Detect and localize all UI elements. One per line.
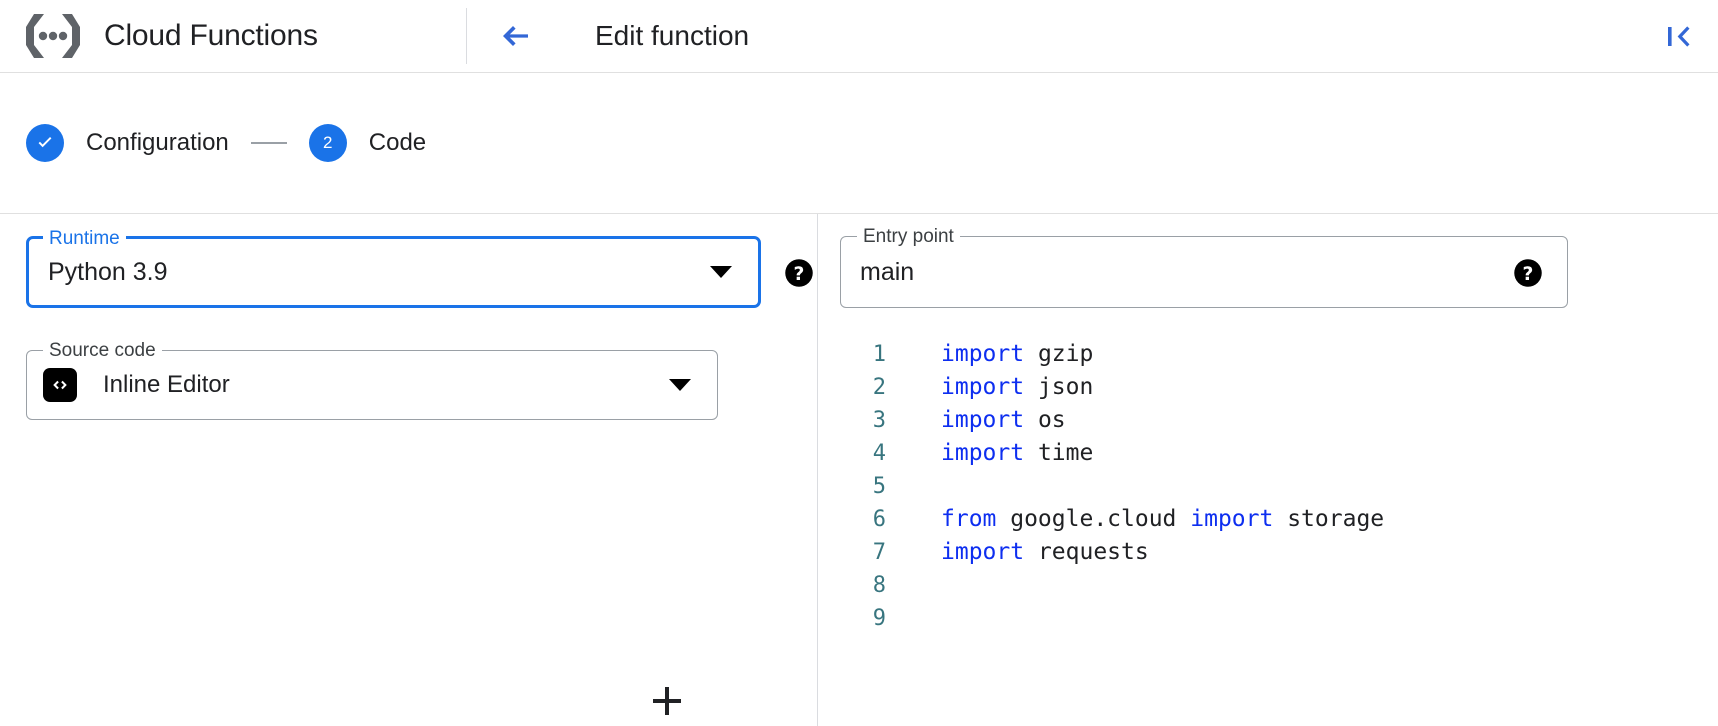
right-pane: Entry point main ? 1 import gzip 2 import j… xyxy=(818,214,1718,726)
code-line: 1 import gzip xyxy=(818,338,1718,371)
left-pane: Runtime Python 3.9 ? Source code Inline … xyxy=(0,214,818,726)
brand: Cloud Functions xyxy=(0,0,466,72)
code-line: 4 import time xyxy=(818,437,1718,470)
page-title: Edit function xyxy=(595,20,750,51)
code-line: 7 import requests xyxy=(818,536,1718,569)
code-line: 9 xyxy=(818,602,1718,635)
source-code-value: Inline Editor xyxy=(103,371,230,398)
header-divider xyxy=(466,8,467,64)
code-line: 5 xyxy=(818,470,1718,503)
line-number: 6 xyxy=(872,507,886,532)
line-number: 5 xyxy=(872,474,886,499)
plus-icon-vertical xyxy=(665,687,669,715)
app-header: Cloud Functions Edit function xyxy=(0,0,1718,73)
cloud-functions-logo-icon xyxy=(24,11,82,61)
runtime-label: Runtime xyxy=(43,227,126,251)
code-line: 6 from google.cloud import storage xyxy=(818,503,1718,536)
svg-text:?: ? xyxy=(1523,264,1534,285)
code-line: 2 import json xyxy=(818,371,1718,404)
step-label-configuration: Configuration xyxy=(86,129,229,156)
code-text: from google.cloud import storage xyxy=(941,506,1385,532)
add-file-button[interactable] xyxy=(645,679,689,723)
line-number: 3 xyxy=(872,408,886,433)
entry-point-help-icon[interactable]: ? xyxy=(1513,258,1543,288)
collapse-to-start-icon[interactable] xyxy=(1656,12,1704,60)
step-marker-completed xyxy=(26,124,64,162)
runtime-help-icon[interactable]: ? xyxy=(784,258,814,288)
chevron-down-icon[interactable] xyxy=(669,379,691,391)
code-text: import time xyxy=(941,440,1094,466)
source-code-label: Source code xyxy=(43,339,162,363)
entry-point-input[interactable]: Entry point main ? xyxy=(840,225,1568,308)
code-text: import json xyxy=(941,374,1094,400)
arrow-left-icon[interactable] xyxy=(493,14,537,58)
line-number: 1 xyxy=(872,342,886,367)
code-line: 8 xyxy=(818,569,1718,602)
entry-point-value: main xyxy=(860,257,915,286)
step-connector xyxy=(250,142,287,144)
source-code-select[interactable]: Source code Inline Editor xyxy=(26,339,718,420)
wizard-stepper: Configuration 2 Code xyxy=(0,73,1718,214)
runtime-value: Python 3.9 xyxy=(48,257,168,286)
chevron-down-icon[interactable] xyxy=(710,266,732,278)
step-configuration[interactable]: Configuration xyxy=(26,124,229,162)
step-label-code: Code xyxy=(368,129,427,156)
step-code[interactable]: 2 Code xyxy=(308,124,427,162)
line-number: 2 xyxy=(872,375,886,400)
code-text: import requests xyxy=(941,539,1149,565)
line-number: 8 xyxy=(872,573,886,598)
body-area: Runtime Python 3.9 ? Source code Inline … xyxy=(0,214,1718,726)
line-number: 4 xyxy=(872,441,886,466)
code-editor[interactable]: 1 import gzip 2 import json 3 import os 4 impor… xyxy=(818,328,1718,726)
page-head: Edit function xyxy=(467,14,1656,58)
line-number: 9 xyxy=(872,606,886,631)
svg-text:?: ? xyxy=(794,264,805,285)
code-brackets-icon xyxy=(43,368,77,402)
code-text: import os xyxy=(941,407,1066,433)
line-number: 7 xyxy=(872,540,886,565)
runtime-select[interactable]: Runtime Python 3.9 xyxy=(26,227,761,308)
entry-point-label: Entry point xyxy=(857,225,960,249)
brand-title: Cloud Functions xyxy=(104,19,318,52)
code-line: 3 import os xyxy=(818,404,1718,437)
step-marker-active: 2 xyxy=(308,124,347,162)
code-text: import gzip xyxy=(941,341,1094,367)
